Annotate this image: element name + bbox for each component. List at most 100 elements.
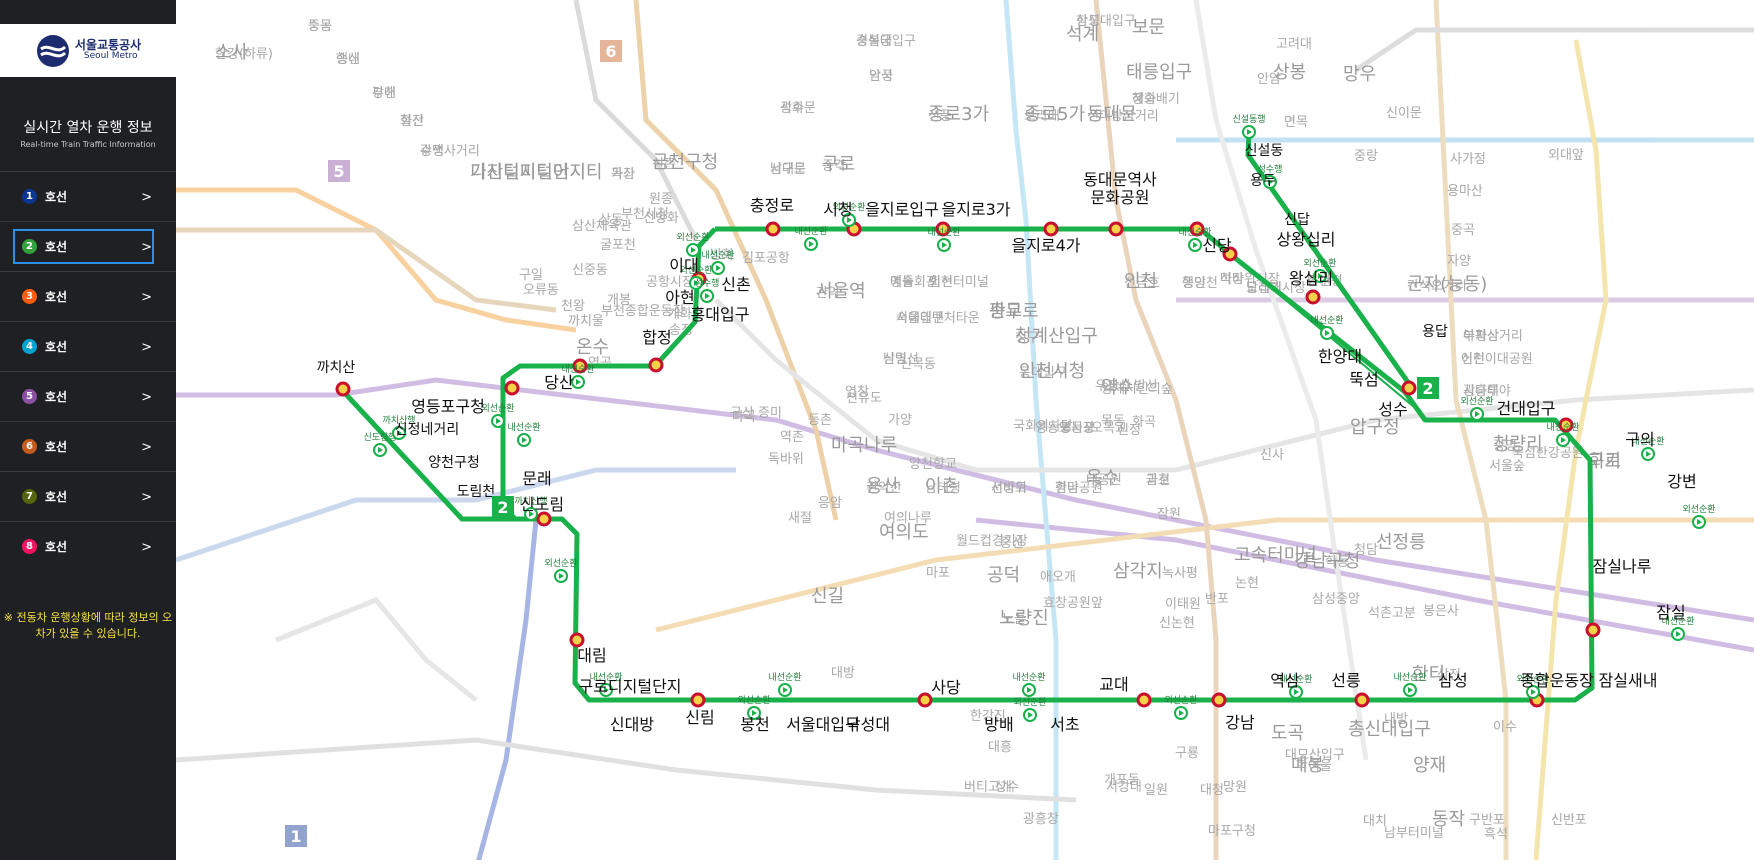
train-direction-icon — [783, 687, 788, 693]
train-direction-icon — [942, 242, 947, 248]
background-station-name: 상수 — [995, 780, 1019, 795]
train-direction-label: 성수행 — [695, 277, 720, 289]
background-station-name: 옥수 — [1086, 468, 1119, 489]
train-direction-label: 신도림행 — [363, 431, 396, 443]
background-station-name: 삼각지 — [1113, 561, 1163, 582]
line-4-badge-icon: 4 — [22, 339, 37, 354]
background-station-name: 신방화 — [643, 211, 679, 226]
background-station-name: 광명사거리 — [420, 144, 480, 159]
menu-item-line-4[interactable]: 4 호선 > — [0, 321, 176, 371]
line-2-station-name: 충정로 — [750, 196, 794, 215]
train-direction-icon — [529, 511, 534, 517]
transfer-station-icon — [572, 358, 588, 374]
line-2-station-name: 신대방 — [610, 715, 654, 734]
background-station-name: 광흥창 — [1023, 812, 1059, 827]
transfer-station-icon — [648, 357, 664, 373]
transfer-station-icon — [1401, 380, 1417, 396]
menu-item-line-6[interactable]: 6 호선 > — [0, 421, 176, 471]
background-station-name: 용마산 — [1447, 184, 1483, 199]
line-2-station-name: 아현 — [665, 288, 694, 307]
train-direction-icon — [397, 430, 402, 436]
background-station-name: 한강(하류) — [215, 47, 273, 62]
background-station-name: 양천향교 — [909, 457, 957, 472]
menu-item-label: 호선 — [45, 290, 68, 304]
train-direction-icon — [1294, 689, 1299, 695]
background-station-name: 신금호 — [1124, 276, 1160, 291]
background-station-name: 행신 — [336, 51, 360, 67]
line-number-badge-icon — [1417, 377, 1439, 399]
background-station-name: 혜화 — [1132, 92, 1156, 107]
background-station-name: 어린이대공원 — [1461, 352, 1533, 367]
train-direction-icon — [604, 687, 609, 693]
transfer-station-icon — [1558, 417, 1574, 433]
seoul-metro-logo[interactable]: 서울교통공사 Seoul Metro — [0, 24, 176, 77]
background-station-name: 회현 — [929, 275, 953, 290]
line-2-station-name: 강남 — [1225, 713, 1255, 732]
background-station-name: 경복궁 — [856, 34, 892, 49]
background-station-name: 아차산 — [1463, 329, 1499, 344]
background-station-name: 석수 — [780, 101, 804, 116]
background-line-5 — [475, 519, 539, 864]
sidebar: 서울교통공사 Seoul Metro 실시간 열차 운행 정보 Real-tim… — [0, 0, 176, 860]
train-direction-label: 까치산행 — [514, 495, 547, 507]
background-station-name: 서울숲 — [1489, 459, 1525, 474]
background-station-name: 학동 — [1325, 555, 1349, 570]
train-direction-icon — [691, 247, 696, 253]
train-direction-icon — [705, 293, 710, 299]
menu-item-line-7[interactable]: 7 호선 > — [0, 471, 176, 521]
line-2-station-name: 뚝섬 — [1349, 370, 1378, 389]
background-station-name: 오류동 — [523, 283, 559, 298]
train-direction-icon — [522, 437, 527, 443]
background-station-name: 태릉입구 — [1126, 62, 1192, 83]
train-direction-label: 내선순환 — [768, 671, 801, 683]
background-station-name: 이태원 — [1165, 597, 1201, 612]
transfer-station-icon — [1108, 221, 1124, 237]
background-station-name: 월드컵경기장 — [956, 534, 1028, 549]
chevron-right-icon: > — [141, 190, 152, 205]
line-2-station-name: 상왕십리 — [1277, 230, 1336, 249]
transfer-station-icon — [1222, 246, 1238, 262]
background-station-name: 강매 — [372, 86, 396, 101]
background-station-name: 논현 — [1235, 576, 1259, 591]
background-station-name: 부천 — [372, 86, 396, 101]
background-station-name: 부평삼거리 — [1463, 329, 1523, 344]
background-station-name: 신중동 — [572, 263, 608, 278]
line-2-branch-station-name: 신정네거리 — [395, 422, 459, 438]
background-station-name: 신정 — [1117, 423, 1141, 438]
menu-item-line-8[interactable]: 8 호선 > — [0, 521, 176, 571]
line-2-station-name: 을지로3가 — [941, 200, 1010, 219]
background-station-name: 금천구청 — [652, 152, 718, 173]
background-line-9 — [655, 517, 1754, 633]
line-2-station-name: 시청 — [823, 200, 852, 219]
background-station-name: 금호 — [1146, 473, 1170, 488]
logo-english-name: Seoul Metro — [83, 51, 138, 62]
train-direction-icon — [378, 447, 383, 453]
train-direction-label: 외선순환 — [481, 402, 514, 414]
background-station-name: 숙대입구 — [896, 311, 944, 326]
line-2-station-name: 삼성 — [1438, 671, 1467, 690]
background-station-name: 군자(능동) — [1407, 274, 1487, 295]
line-2-station-name: 서초 — [1050, 715, 1079, 734]
background-station-name: 부천시청 — [621, 207, 669, 222]
background-station-name: 반포 — [1205, 592, 1229, 607]
background-station-name: 관악 — [816, 286, 840, 301]
background-station-name: 신풍 — [928, 109, 952, 124]
background-station-name: 등촌 — [808, 413, 832, 428]
background-station-name: 인천시청 — [1019, 361, 1085, 382]
background-station-name: 목동 — [1101, 414, 1125, 429]
accuracy-notice: ※ 전동차 운행상황에 따라 정보의 오차가 있을 수 있습니다. — [3, 611, 173, 640]
background-station-name: 노량진 — [999, 608, 1049, 629]
background-station-name: 삼산체육관 — [572, 219, 632, 234]
train-direction-icon — [809, 241, 814, 247]
background-station-name: 삼전 — [1437, 668, 1461, 683]
background-station-name: 디지털미디어시티 — [470, 162, 602, 183]
menu-item-line-3[interactable]: 3 호선 > — [0, 271, 176, 321]
transfer-station-icon — [917, 692, 933, 708]
train-direction-label: 외선순환 — [1164, 694, 1197, 706]
menu-item-line-2[interactable]: 2 호선 > — [0, 221, 176, 271]
background-station-name: 청담 — [1354, 543, 1378, 558]
menu-item-line-5[interactable]: 5 호선 > — [0, 371, 176, 421]
menu-item-line-1[interactable]: 1 호선 > — [0, 171, 176, 221]
